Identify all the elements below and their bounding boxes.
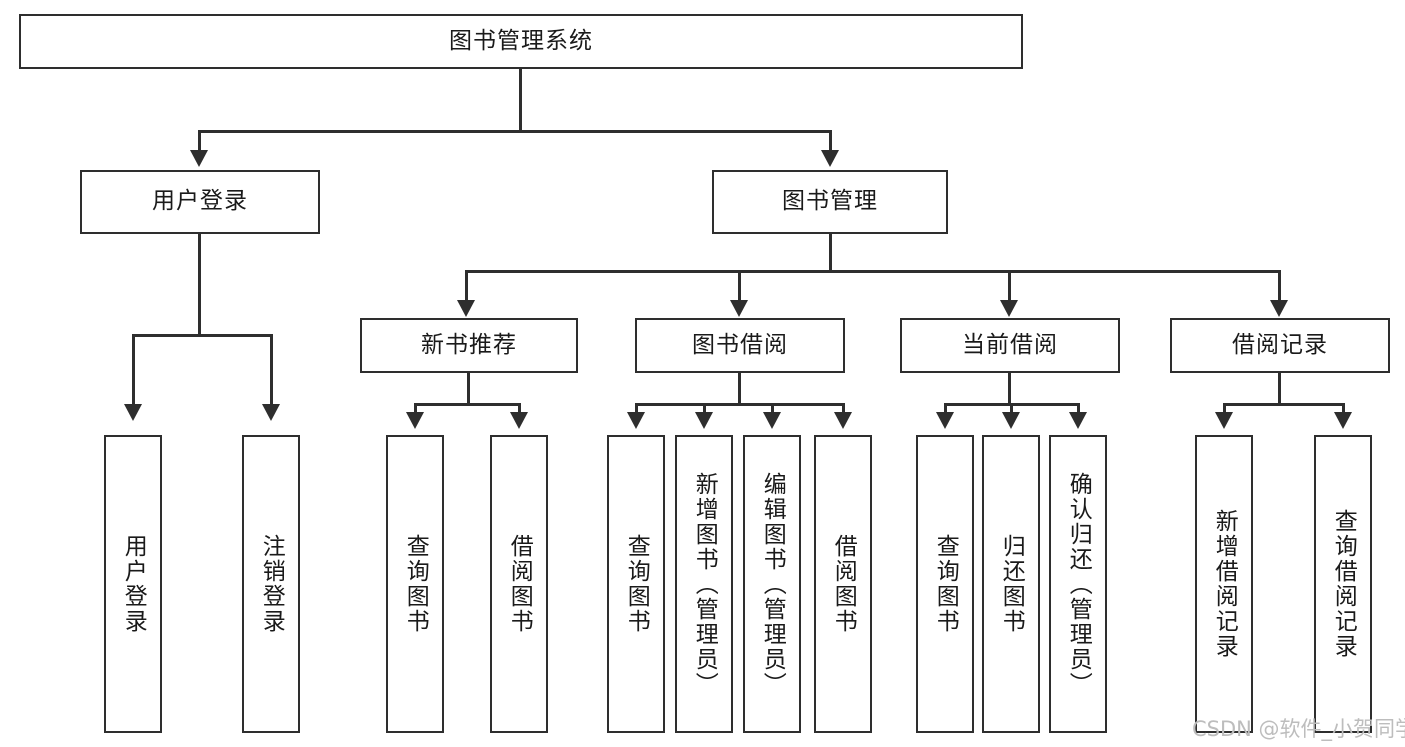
node-label: 查询图书: [402, 534, 429, 634]
leaf-book-borrow-edit-book-admin[interactable]: 编辑图书（管理员）: [743, 435, 801, 733]
node-label: 新书推荐: [421, 331, 517, 358]
node-label: 图书借阅: [692, 331, 788, 358]
connector-br-to-leaf-2: [1342, 403, 1345, 415]
node-label: 查询图书: [623, 534, 650, 634]
node-label: 新增图书（管理员）: [691, 471, 718, 697]
leaf-borrow-record-add-record[interactable]: 新增借阅记录: [1195, 435, 1253, 733]
arrowhead-root-to-user-login: [190, 150, 208, 167]
connector-bb-to-leaf-2: [703, 403, 706, 415]
connector-book-borrow-stem: [738, 373, 741, 406]
node-label: 查询图书: [932, 534, 959, 634]
connector-cb-to-leaf-3: [1077, 403, 1080, 415]
connector-user-login-to-leaf-1: [132, 334, 135, 406]
node-label: 归还图书: [998, 534, 1025, 634]
connector-book-management-stem: [829, 234, 832, 272]
connector-book-borrow-bar: [636, 403, 844, 406]
node-label: 借阅记录: [1232, 331, 1328, 358]
connector-new-book-stem: [467, 373, 470, 406]
connector-cb-to-leaf-2: [1010, 403, 1013, 415]
arrowhead-cb-to-leaf-3: [1069, 412, 1087, 429]
connector-root-bar: [198, 130, 832, 133]
arrowhead-bm-to-current-borrow: [1000, 300, 1018, 317]
connector-bm-to-book-borrow: [738, 270, 741, 302]
node-book-borrow[interactable]: 图书借阅: [635, 318, 845, 373]
arrowhead-br-to-leaf-2: [1334, 412, 1352, 429]
connector-nb-to-leaf-1: [414, 403, 417, 415]
connector-bm-to-current-borrow: [1008, 270, 1011, 302]
connector-root-to-user-login: [198, 130, 201, 153]
connector-cb-to-leaf-1: [944, 403, 947, 415]
arrowhead-bb-to-leaf-2: [695, 412, 713, 429]
node-label: 图书管理系统: [449, 27, 593, 54]
arrowhead-bm-to-book-borrow: [730, 300, 748, 317]
node-root-library-management-system[interactable]: 图书管理系统: [19, 14, 1023, 69]
connector-current-borrow-stem: [1008, 373, 1011, 406]
node-label: 图书管理: [782, 188, 878, 215]
connector-book-management-bar: [466, 270, 1280, 273]
leaf-book-borrow-borrow-book[interactable]: 借阅图书: [814, 435, 872, 733]
leaf-book-borrow-add-book-admin[interactable]: 新增图书（管理员）: [675, 435, 733, 733]
arrowhead-bb-to-leaf-3: [763, 412, 781, 429]
connector-bb-to-leaf-3: [771, 403, 774, 415]
leaf-current-borrow-confirm-return-admin[interactable]: 确认归还（管理员）: [1049, 435, 1107, 733]
node-label: 用户登录: [152, 188, 248, 215]
arrowhead-bm-to-new-book: [457, 300, 475, 317]
connector-br-to-leaf-1: [1223, 403, 1226, 415]
node-label: 借阅图书: [830, 534, 857, 634]
connector-nb-to-leaf-2: [518, 403, 521, 415]
node-label: 新增借阅记录: [1211, 509, 1238, 659]
leaf-new-book-query-book[interactable]: 查询图书: [386, 435, 444, 733]
leaf-current-borrow-return-book[interactable]: 归还图书: [982, 435, 1040, 733]
leaf-book-borrow-query-book[interactable]: 查询图书: [607, 435, 665, 733]
arrowhead-bm-to-borrow-record: [1270, 300, 1288, 317]
leaf-new-book-borrow-book[interactable]: 借阅图书: [490, 435, 548, 733]
arrowhead-nb-to-leaf-1: [406, 412, 424, 429]
arrowhead-bb-to-leaf-1: [627, 412, 645, 429]
node-label: 查询借阅记录: [1330, 509, 1357, 659]
arrowhead-cb-to-leaf-2: [1002, 412, 1020, 429]
node-label: 用户登录: [120, 534, 147, 634]
node-new-book-recommend[interactable]: 新书推荐: [360, 318, 578, 373]
node-label: 确认归还（管理员）: [1065, 471, 1092, 697]
leaf-user-login-login[interactable]: 用户登录: [104, 435, 162, 733]
node-borrow-record[interactable]: 借阅记录: [1170, 318, 1390, 373]
connector-root-to-book-management: [829, 130, 832, 153]
leaf-current-borrow-query-book[interactable]: 查询图书: [916, 435, 974, 733]
connector-root-stem: [519, 69, 522, 132]
node-label: 当前借阅: [962, 331, 1058, 358]
leaf-user-login-logout[interactable]: 注销登录: [242, 435, 300, 733]
arrowhead-br-to-leaf-1: [1215, 412, 1233, 429]
node-current-borrow[interactable]: 当前借阅: [900, 318, 1120, 373]
connector-bb-to-leaf-1: [635, 403, 638, 415]
arrowhead-user-login-to-leaf-1: [124, 404, 142, 421]
node-label: 借阅图书: [506, 534, 533, 634]
arrowhead-user-login-to-leaf-2: [262, 404, 280, 421]
arrowhead-root-to-book-management: [821, 150, 839, 167]
node-label: 编辑图书（管理员）: [759, 471, 786, 697]
node-label: 注销登录: [258, 534, 285, 634]
node-book-management[interactable]: 图书管理: [712, 170, 948, 234]
connector-user-login-bar: [133, 334, 273, 337]
connector-borrow-record-bar: [1224, 403, 1344, 406]
connector-borrow-record-stem: [1278, 373, 1281, 406]
connector-new-book-bar: [415, 403, 520, 406]
connector-user-login-to-leaf-2: [270, 334, 273, 406]
arrowhead-bb-to-leaf-4: [834, 412, 852, 429]
connector-bm-to-borrow-record: [1278, 270, 1281, 302]
connector-user-login-stem: [198, 234, 201, 337]
arrowhead-nb-to-leaf-2: [510, 412, 528, 429]
leaf-borrow-record-query-record[interactable]: 查询借阅记录: [1314, 435, 1372, 733]
connector-bb-to-leaf-4: [842, 403, 845, 415]
connector-bm-to-new-book: [465, 270, 468, 302]
arrowhead-cb-to-leaf-1: [936, 412, 954, 429]
node-user-login[interactable]: 用户登录: [80, 170, 320, 234]
